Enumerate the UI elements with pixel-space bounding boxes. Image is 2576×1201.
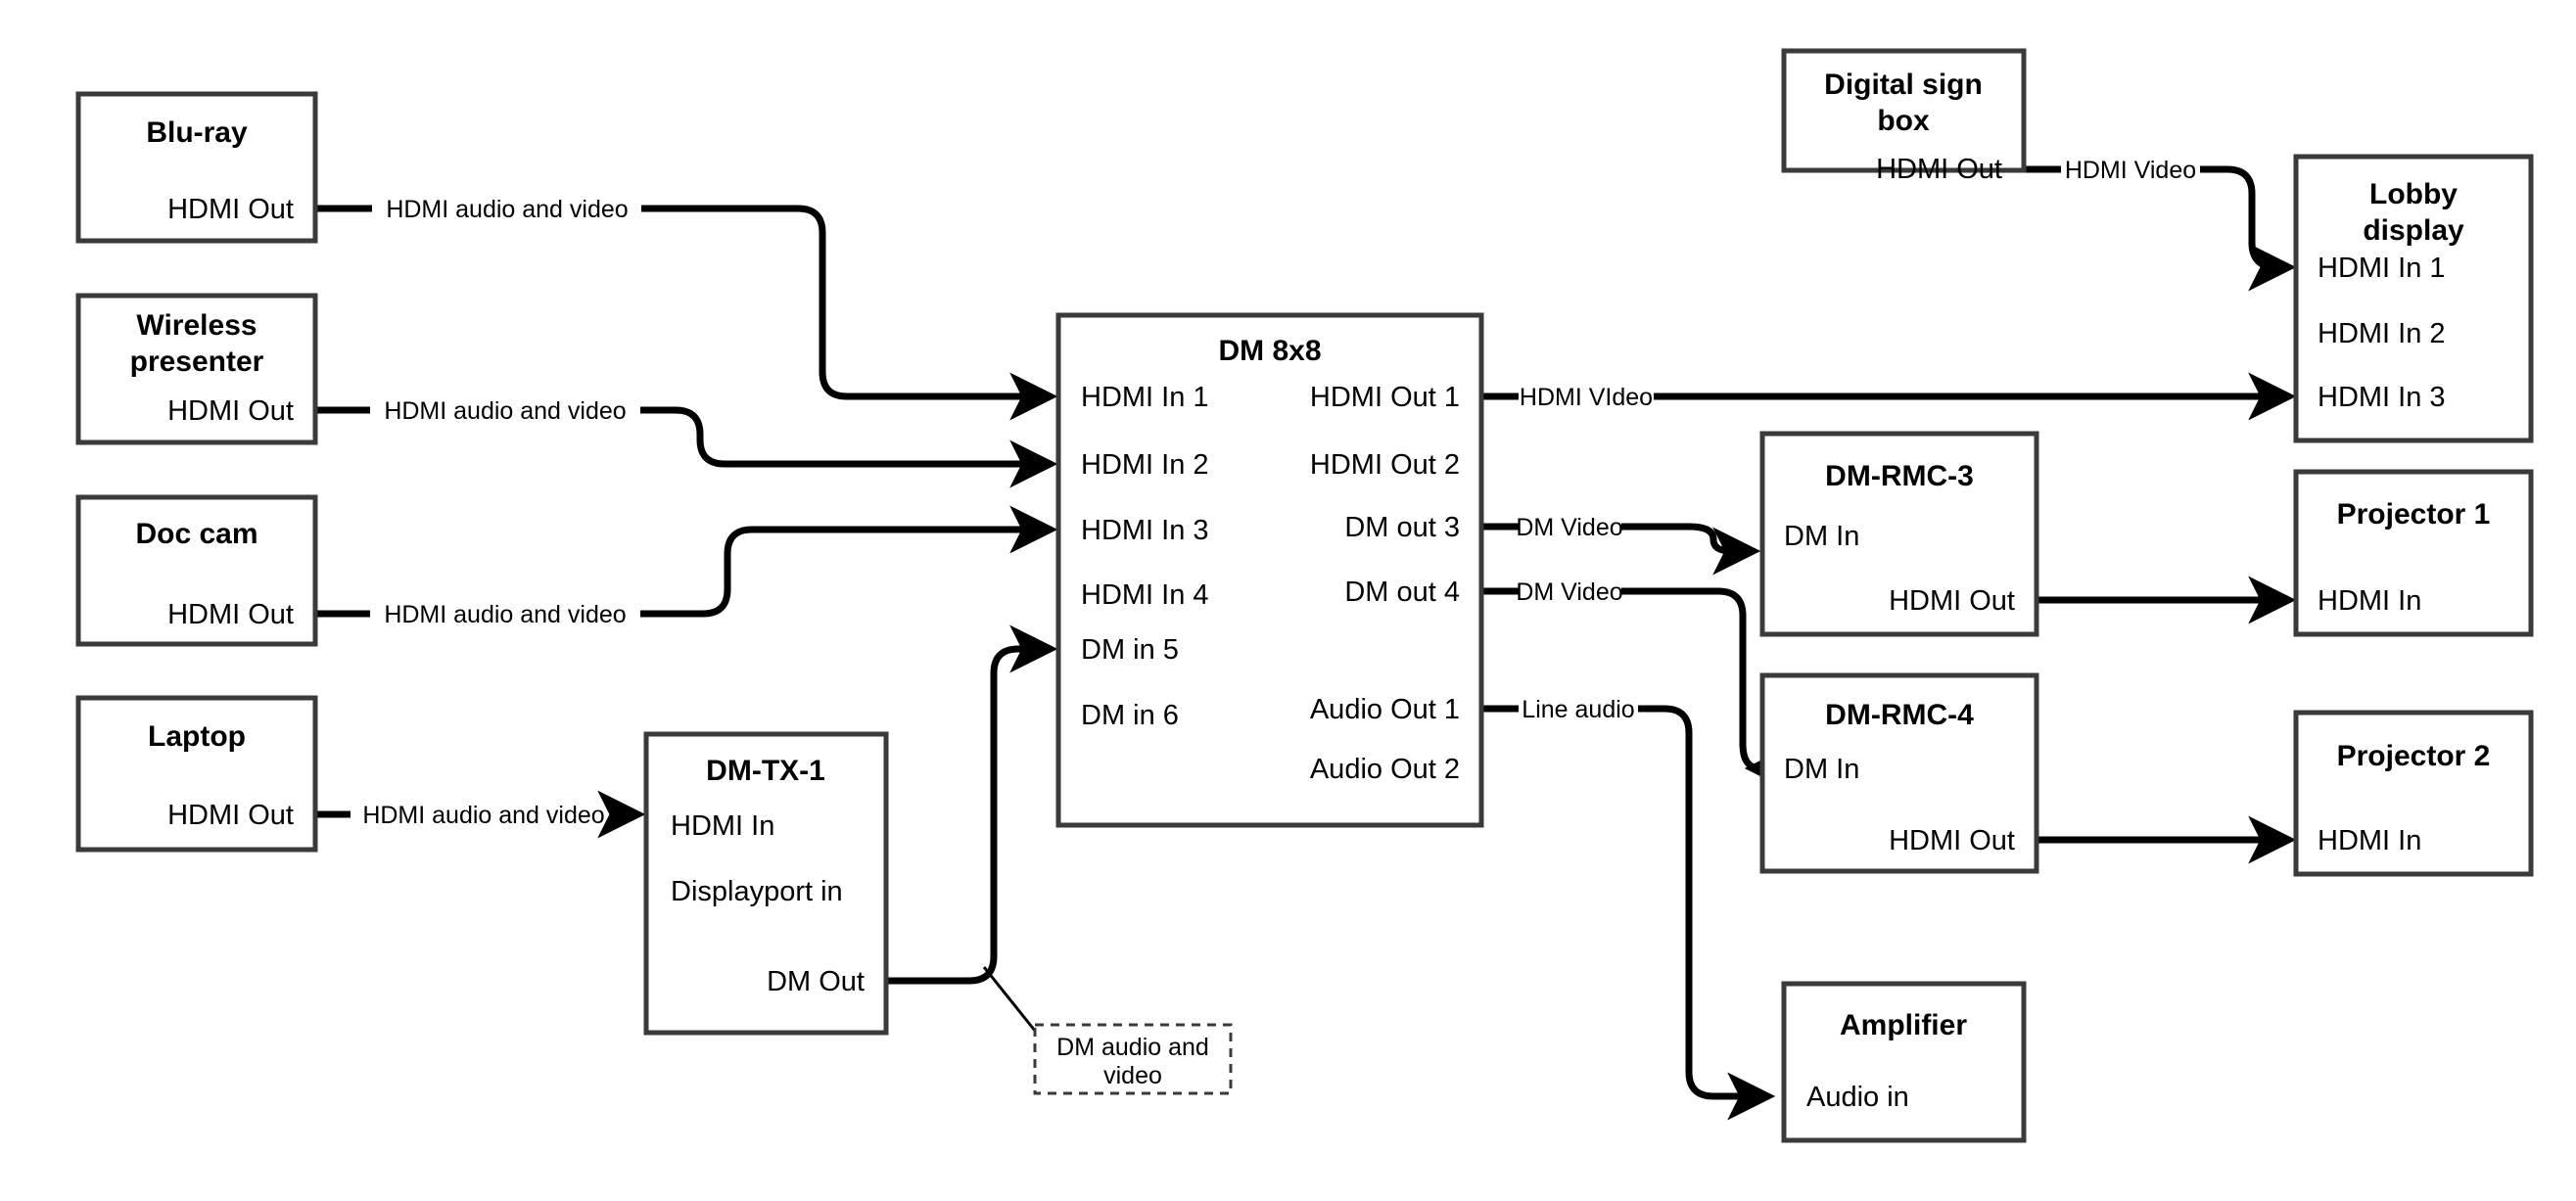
laptop-box[interactable] [75, 695, 318, 853]
digital-sign-box-title-line2: box [1877, 105, 1930, 137]
wire-dmtx1-to-dm-in-5 [886, 624, 1058, 985]
dm-rmc-3-port-hdmi-out: HDMI Out [1889, 585, 2015, 617]
projector-1-box[interactable] [2293, 469, 2534, 637]
projector-1-title: Projector 1 [2337, 498, 2491, 531]
lobby-display-title-line2: display [2363, 214, 2464, 247]
label-dm-out-3-to-rmc3: DM Video [1516, 514, 1622, 541]
lobby-display-title-line1: Lobby [2369, 178, 2458, 210]
device-projector-1[interactable]: Projector 1 HDMI In [2293, 469, 2534, 637]
dm-8x8-output-hdmi-out-2: HDMI Out 2 [1310, 449, 1460, 481]
wireless-presenter-port-hdmi-out: HDMI Out [167, 395, 294, 427]
dm-8x8-input-dm-in-5: DM in 5 [1081, 634, 1179, 666]
dm-8x8-output-audio-out-1: Audio Out 1 [1310, 694, 1460, 725]
dm-8x8-output-hdmi-out-1: HDMI Out 1 [1310, 382, 1460, 413]
projector-1-port-hdmi-in: HDMI In [2318, 585, 2421, 617]
device-laptop[interactable]: Laptop HDMI Out [75, 695, 318, 853]
projector-2-box[interactable] [2293, 710, 2534, 877]
dm-8x8-input-dm-in-6: DM in 6 [1081, 700, 1179, 731]
label-bluray-to-hdmi-in-1: HDMI audio and video [386, 196, 628, 223]
laptop-title: Laptop [148, 720, 246, 753]
wire-doccam-to-hdmi-in-3 [315, 530, 1050, 618]
wire-dm-out-4-to-rmc4 [1481, 587, 1760, 768]
dm-8x8-output-dm-out-3: DM out 3 [1344, 512, 1460, 543]
dm-rmc-4-box[interactable] [1759, 672, 2039, 874]
device-dm-tx-1[interactable]: DM-TX-1 HDMI In Displayport in DM Out [643, 731, 889, 1036]
dm-rmc-4-port-dm-in: DM In [1784, 754, 1859, 785]
dm-rmc-3-port-dm-in: DM In [1784, 521, 1859, 552]
doc-cam-box[interactable] [75, 494, 318, 647]
dm-8x8-output-audio-out-2: Audio Out 2 [1310, 754, 1460, 785]
callout-line-1: DM audio and [1056, 1034, 1209, 1061]
device-bluray[interactable]: Blu-ray HDMI Out [75, 91, 318, 244]
callout-line-2: video [1103, 1062, 1162, 1089]
device-dm-rmc-4[interactable]: DM-RMC-4 DM In HDMI Out [1759, 672, 2039, 874]
bluray-title: Blu-ray [146, 116, 248, 149]
device-projector-2[interactable]: Projector 2 HDMI In [2293, 710, 2534, 877]
lobby-display-input-hdmi-in-2: HDMI In 2 [2318, 318, 2446, 349]
label-audio-out-1-to-amp: Line audio [1522, 696, 1634, 723]
device-lobby-display[interactable]: Lobby display HDMI In 1 HDMI In 2 HDMI I… [2293, 154, 2534, 443]
digital-sign-box-box[interactable] [1781, 48, 2027, 173]
dm-tx-1-port-displayport-in: Displayport in [671, 876, 843, 907]
lobby-display-box[interactable] [2293, 154, 2534, 443]
wire-dm-out-3-to-rmc3 [1481, 527, 1753, 551]
device-doc-cam[interactable]: Doc cam HDMI Out [75, 494, 318, 647]
callout-leader-line [982, 966, 1037, 1032]
device-dm-8x8[interactable]: DM 8x8 HDMI In 1 HDMI In 2 HDMI In 3 HDM… [1055, 312, 1484, 828]
doc-cam-port-hdmi-out: HDMI Out [167, 599, 294, 630]
dm-rmc-3-title: DM-RMC-3 [1825, 460, 1974, 492]
wire-bluray-to-hdmi-in-1 [315, 205, 1050, 396]
amplifier-port-audio-in: Audio in [1806, 1082, 1909, 1113]
dm-8x8-input-hdmi-in-2: HDMI In 2 [1081, 449, 1209, 481]
label-wireless-to-hdmi-in-2: HDMI audio and video [384, 397, 626, 425]
lobby-display-input-hdmi-in-1: HDMI In 1 [2318, 253, 2446, 284]
doc-cam-title: Doc cam [135, 518, 258, 550]
dm-tx-1-port-hdmi-in: HDMI In [671, 810, 774, 842]
lobby-display-input-hdmi-in-3: HDMI In 3 [2318, 382, 2446, 413]
dm-tx-1-box[interactable] [643, 731, 889, 1036]
label-hdmi-out-1-to-lobby: HDMI VIdeo [1520, 384, 1653, 411]
label-doccam-to-hdmi-in-3: HDMI audio and video [384, 601, 626, 628]
callout-box [1033, 1023, 1233, 1095]
wire-wireless-to-hdmi-in-2 [315, 406, 1050, 464]
device-amplifier[interactable]: Amplifier Audio in [1781, 981, 2027, 1143]
dm-8x8-title: DM 8x8 [1218, 335, 1321, 367]
dm-rmc-3-box[interactable] [1759, 431, 2039, 637]
bluray-port-hdmi-out: HDMI Out [167, 194, 294, 225]
label-signbox-to-lobby: HDMI Video [2065, 157, 2196, 184]
digital-sign-box-title-line1: Digital sign [1824, 69, 1983, 101]
dm-tx-1-title: DM-TX-1 [706, 755, 825, 787]
wire-audio-out-1-to-amplifier [1481, 705, 1767, 1096]
dm-rmc-4-port-hdmi-out: HDMI Out [1889, 825, 2015, 856]
device-digital-sign-box[interactable]: Digital sign box HDMI Out [1781, 48, 2027, 185]
wireless-presenter-box[interactable] [75, 293, 318, 445]
callout-dm-audio-and-video: DM audio and video [1033, 1023, 1233, 1095]
digital-sign-box-port-hdmi-out: HDMI Out [1876, 154, 2002, 185]
bluray-box[interactable] [75, 91, 318, 244]
amplifier-title: Amplifier [1840, 1009, 1967, 1041]
dm-8x8-input-hdmi-in-1: HDMI In 1 [1081, 382, 1209, 413]
device-wireless-presenter[interactable]: Wireless presenter HDMI Out [75, 293, 318, 445]
dm-8x8-input-hdmi-in-4: HDMI In 4 [1081, 579, 1209, 611]
wire-signbox-to-lobby-hdmi-in-1 [2021, 165, 2288, 267]
device-dm-rmc-3[interactable]: DM-RMC-3 DM In HDMI Out [1759, 431, 2039, 637]
dm-tx-1-port-dm-out: DM Out [767, 966, 865, 997]
label-laptop-to-dmtx1: HDMI audio and video [362, 802, 604, 829]
laptop-port-hdmi-out: HDMI Out [167, 800, 294, 831]
amplifier-box[interactable] [1781, 981, 2027, 1143]
wireless-presenter-title-line1: Wireless [136, 309, 257, 342]
wireless-presenter-title-line2: presenter [130, 346, 264, 378]
projector-2-port-hdmi-in: HDMI In [2318, 825, 2421, 856]
dm-8x8-box[interactable] [1055, 312, 1484, 828]
dm-8x8-input-hdmi-in-3: HDMI In 3 [1081, 515, 1209, 546]
dm-rmc-4-title: DM-RMC-4 [1825, 699, 1974, 731]
dm-8x8-output-dm-out-4: DM out 4 [1344, 577, 1460, 608]
label-dm-out-4-to-rmc4: DM Video [1516, 578, 1622, 606]
projector-2-title: Projector 2 [2337, 740, 2491, 772]
